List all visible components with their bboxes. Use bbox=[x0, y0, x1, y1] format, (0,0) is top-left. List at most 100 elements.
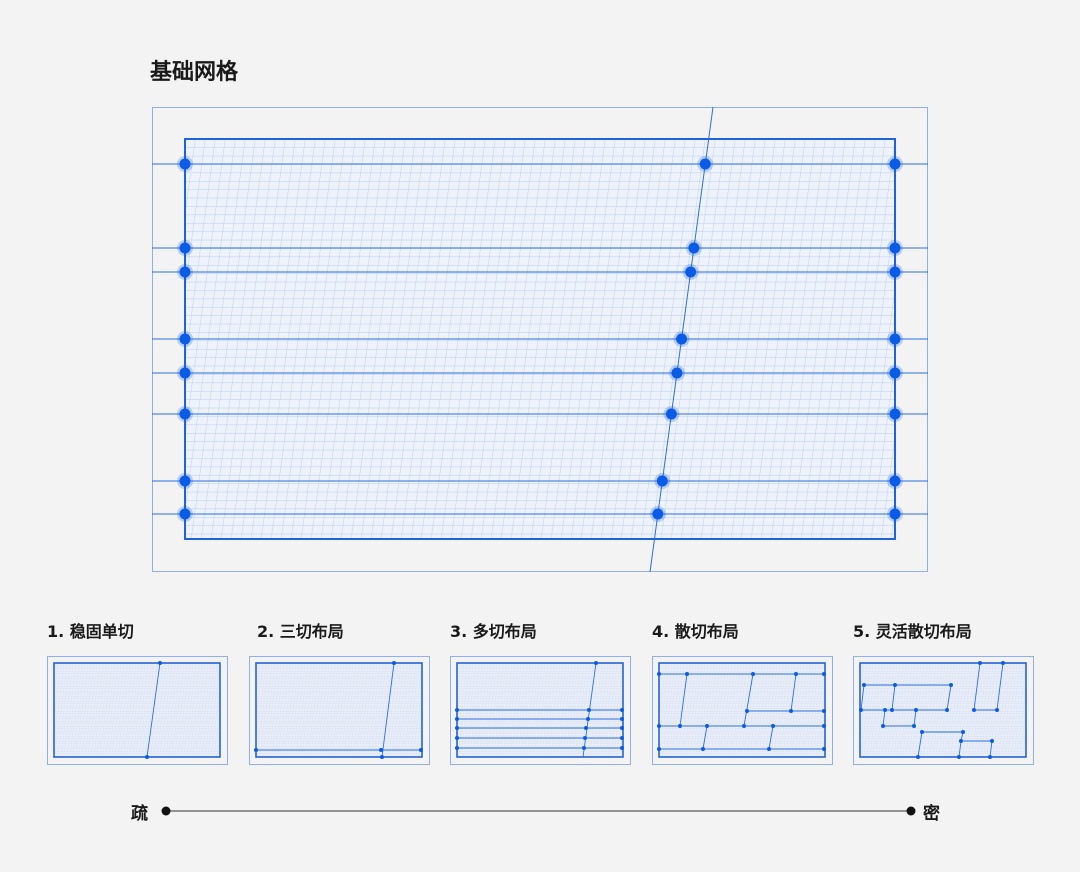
intersection-dot bbox=[889, 408, 901, 420]
thumb-cut-line bbox=[882, 709, 886, 727]
thumb-point bbox=[822, 724, 826, 728]
thumb-point bbox=[914, 708, 918, 712]
thumb-point bbox=[822, 709, 826, 713]
intersection-dot bbox=[676, 333, 688, 345]
thumb-cut-line bbox=[989, 740, 993, 758]
thumb-point bbox=[978, 661, 982, 665]
thumb-point bbox=[794, 672, 798, 676]
thumb-cut-line bbox=[146, 662, 161, 758]
layout-thumb-2 bbox=[249, 656, 430, 765]
horizontal-guides bbox=[152, 163, 928, 515]
thumb-point bbox=[380, 755, 384, 759]
page-title: 基础网格 bbox=[150, 60, 239, 85]
thumb-outer-frame bbox=[652, 656, 833, 765]
intersection-points bbox=[177, 156, 903, 522]
layout-thumb-3 bbox=[450, 656, 631, 765]
layout-label-5: 5. 灵活散切布局 bbox=[853, 622, 972, 641]
thumb-outer-frame bbox=[853, 656, 1034, 765]
thumb-point bbox=[822, 747, 826, 751]
thumb-point bbox=[957, 755, 961, 759]
intersection-dot bbox=[656, 475, 668, 487]
intersection-dot bbox=[179, 158, 191, 170]
thumb-point bbox=[988, 755, 992, 759]
thumb-point bbox=[862, 683, 866, 687]
intersection-dot bbox=[889, 158, 901, 170]
thumb-point bbox=[959, 739, 963, 743]
base-grid-diagram bbox=[152, 106, 928, 573]
thumb-cut-line bbox=[973, 662, 981, 711]
intersection-dot bbox=[179, 333, 191, 345]
thumb-cut-line bbox=[743, 673, 754, 727]
thumb-point bbox=[916, 755, 920, 759]
intersection-dot bbox=[652, 508, 664, 520]
thumb-point bbox=[158, 661, 162, 665]
intersection-dot bbox=[699, 158, 711, 170]
intersection-dot bbox=[889, 333, 901, 345]
thumb-point bbox=[419, 748, 423, 752]
thumb-point bbox=[949, 683, 953, 687]
thumb-point bbox=[455, 746, 459, 750]
thumb-point bbox=[587, 708, 591, 712]
thumb-point bbox=[583, 736, 587, 740]
thumb-inner-frame bbox=[255, 662, 423, 758]
thumb-point bbox=[751, 672, 755, 676]
thumb-point bbox=[701, 747, 705, 751]
density-scale bbox=[161, 806, 916, 816]
thumb-point bbox=[883, 708, 887, 712]
thumb-point bbox=[1001, 661, 1005, 665]
intersection-dot bbox=[179, 408, 191, 420]
thumb-point bbox=[455, 717, 459, 721]
thumb-point bbox=[685, 672, 689, 676]
thumb-point bbox=[254, 748, 258, 752]
intersection-dot bbox=[685, 266, 697, 278]
thumb-point bbox=[620, 736, 624, 740]
layout-thumb-5 bbox=[853, 656, 1034, 765]
thumb-point bbox=[945, 708, 949, 712]
layout-label-3: 3. 多切布局 bbox=[450, 622, 537, 641]
layout-label-4: 4. 散切布局 bbox=[652, 622, 739, 641]
thumb-point bbox=[145, 755, 149, 759]
intersection-dot bbox=[889, 508, 901, 520]
thumb-cut-line bbox=[913, 709, 917, 727]
thumb-outer-frame bbox=[249, 656, 430, 765]
thumb-point bbox=[584, 726, 588, 730]
thumb-point bbox=[893, 683, 897, 687]
thumb-point bbox=[742, 724, 746, 728]
thumb-cut-line bbox=[958, 740, 962, 758]
scale-start-dot bbox=[161, 806, 171, 816]
thumb-cut-line bbox=[702, 725, 708, 750]
intersection-dot bbox=[889, 475, 901, 487]
intersection-dot bbox=[889, 266, 901, 278]
intersection-dot bbox=[688, 242, 700, 254]
thumb-point bbox=[767, 747, 771, 751]
thumb-point bbox=[620, 708, 624, 712]
thumb-point bbox=[881, 724, 885, 728]
scale-sparse-label: 疏 bbox=[131, 804, 148, 824]
thumb-point bbox=[961, 730, 965, 734]
layout-label-2: 2. 三切布局 bbox=[257, 622, 344, 641]
thumb-point bbox=[392, 661, 396, 665]
thumb-point bbox=[990, 739, 994, 743]
thumb-point bbox=[678, 724, 682, 728]
intersection-dot bbox=[889, 367, 901, 379]
thumb-inner-frame bbox=[53, 662, 221, 758]
thumb-point bbox=[620, 726, 624, 730]
thumb-cut-line bbox=[679, 673, 688, 727]
thumb-point bbox=[920, 730, 924, 734]
thumb-point bbox=[586, 717, 590, 721]
scale-dense-label: 密 bbox=[923, 804, 940, 824]
intersection-dot bbox=[179, 508, 191, 520]
thumb-point bbox=[972, 708, 976, 712]
thumb-point bbox=[859, 708, 863, 712]
scale-end-dot bbox=[906, 806, 916, 816]
thumb-point bbox=[771, 724, 775, 728]
layout-label-1: 1. 稳固单切 bbox=[47, 622, 134, 641]
thumb-point bbox=[620, 746, 624, 750]
thumb-point bbox=[657, 672, 661, 676]
thumb-point bbox=[379, 748, 383, 752]
thumb-point bbox=[705, 724, 709, 728]
thumb-point bbox=[912, 724, 916, 728]
thumb-cut-line bbox=[946, 684, 952, 711]
thumb-point bbox=[455, 726, 459, 730]
intersection-dot bbox=[179, 266, 191, 278]
